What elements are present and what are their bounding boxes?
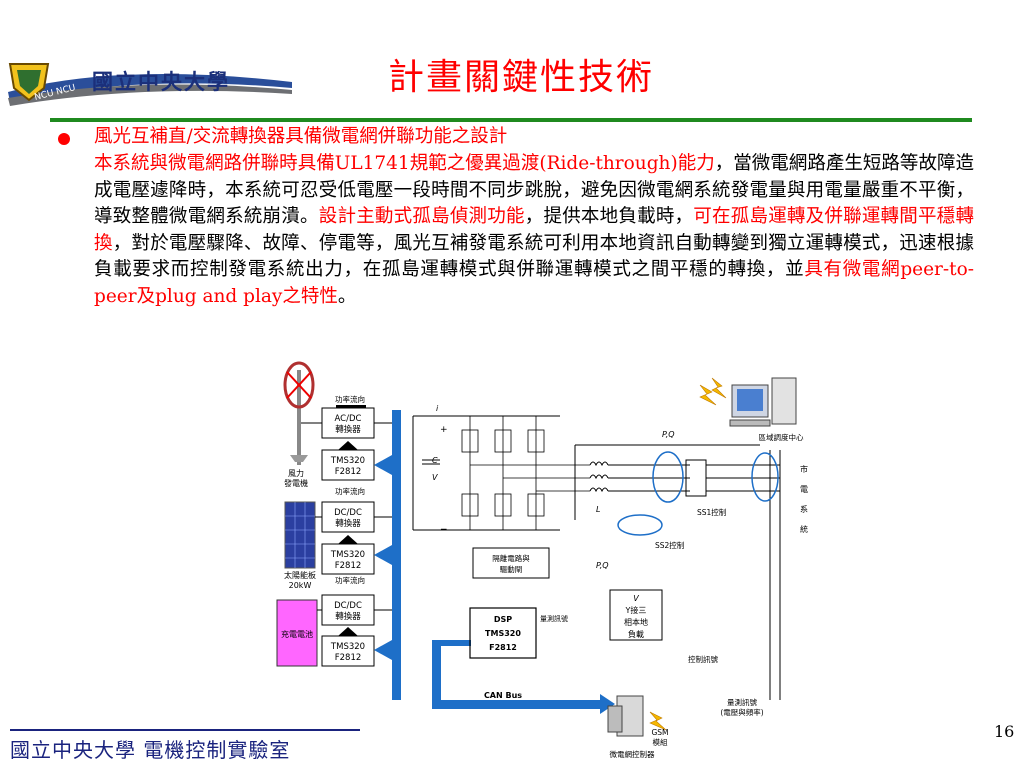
svg-text:TMS320: TMS320 — [330, 550, 365, 560]
text-local-load: ，提供本地負載時， — [524, 206, 694, 227]
svg-text:負載: 負載 — [628, 629, 644, 639]
svg-text:DSP: DSP — [494, 615, 512, 624]
logo-text: 國立中央大學 — [92, 69, 230, 94]
svg-text:F2812: F2812 — [335, 467, 362, 477]
footer-divider — [10, 729, 360, 731]
svg-text:V: V — [633, 594, 639, 603]
svg-text:F2812: F2812 — [489, 643, 517, 652]
svg-text:驅動閘: 驅動閘 — [500, 565, 523, 574]
svg-text:量測訊號: 量測訊號 — [727, 697, 757, 707]
label-wind-gen: 發電機 — [284, 478, 308, 488]
gsm-lightning-icon — [649, 711, 667, 731]
text-fault-tolerance: ，當微電網路產生短路等故障造成電壓遽降時，本系統可忍受低電壓一段時間不同步跳脫，… — [94, 153, 974, 227]
body-paragraph: 本系統與微電網路併聯時具備UL1741規範之優異過渡(Ride-through)… — [94, 151, 974, 310]
label-wind: 風力 — [288, 468, 304, 478]
text-independent-mode: ，對於電壓驟降、故障、停電等，風光互補發電系統可利用本地資訊自動轉變到獨立運轉模… — [94, 232, 974, 281]
svg-text:功率流向: 功率流向 — [335, 486, 365, 496]
microgrid-controller-icon — [607, 695, 644, 737]
svg-text:TMS320: TMS320 — [485, 629, 521, 638]
title-divider — [50, 118, 972, 122]
svg-text:統: 統 — [800, 524, 808, 534]
solar-panel-icon — [284, 501, 316, 569]
svg-text:功率流向: 功率流向 — [335, 394, 365, 404]
svg-text:微電網控制器: 微電網控制器 — [610, 749, 655, 759]
battery-box — [276, 599, 318, 667]
svg-text:模組: 模組 — [653, 737, 668, 747]
slide-title: 計畫關鍵性技術 — [388, 57, 655, 98]
svg-text:DC/DC: DC/DC — [334, 508, 362, 518]
svg-text:DC/DC: DC/DC — [334, 601, 362, 611]
svg-text:量測訊號: 量測訊號 — [540, 614, 568, 623]
text-period: 。 — [337, 285, 357, 307]
bullet-icon — [58, 133, 70, 145]
svg-text:轉換器: 轉換器 — [335, 424, 361, 435]
svg-text:P,Q: P,Q — [662, 430, 675, 439]
svg-text:TMS320: TMS320 — [330, 456, 365, 466]
svg-text:i: i — [436, 404, 439, 413]
university-logo: 國立中央大學 NCU NCU — [0, 52, 300, 114]
label-solar-kw: 20kW — [289, 581, 312, 590]
svg-text:(電壓與頻率): (電壓與頻率) — [720, 707, 763, 717]
wind-turbine-icon — [283, 361, 315, 465]
svg-text:−: − — [440, 525, 448, 535]
svg-text:+: + — [440, 425, 448, 435]
svg-text:F2812: F2812 — [335, 561, 362, 571]
svg-text:TMS320: TMS320 — [330, 642, 365, 652]
svg-text:系: 系 — [800, 504, 808, 514]
page-number: 16 — [994, 722, 1015, 741]
svg-text:電: 電 — [800, 485, 808, 494]
label-solar: 太陽能板 — [284, 570, 316, 580]
svg-text:市: 市 — [800, 464, 808, 474]
label-regional-center: 區域調度中心 — [759, 432, 804, 442]
svg-text:SS1控制: SS1控制 — [697, 507, 726, 517]
svg-text:GSM: GSM — [651, 728, 668, 737]
text-ride-through: 本系統與微電網路併聯時具備UL1741規範之優異過渡(Ride-through)… — [94, 153, 715, 174]
blue-bus — [374, 410, 615, 714]
label-can-bus: CAN Bus — [484, 691, 522, 700]
svg-text:SS2控制: SS2控制 — [655, 540, 684, 550]
svg-text:相本地: 相本地 — [624, 617, 648, 627]
svg-text:轉換器: 轉換器 — [335, 611, 361, 622]
svg-text:C: C — [432, 456, 438, 465]
svg-text:AC/DC: AC/DC — [335, 414, 362, 424]
text-peer-to-peer: 具有微電網peer-to-peer及plug and play之特性 — [94, 259, 974, 307]
svg-text:V: V — [432, 473, 438, 482]
svg-text:功率流向: 功率流向 — [335, 575, 365, 585]
svg-text:L: L — [596, 505, 600, 514]
svg-text:Y接三: Y接三 — [625, 605, 647, 615]
footer-lab-name: 國立中央大學 電機控制實驗室 — [10, 738, 291, 762]
svg-text:轉換器: 轉換器 — [335, 518, 361, 529]
text-smooth-transfer: 可在孤島運轉及併聯運轉間平穩轉換 — [94, 206, 974, 254]
lightning-icon — [699, 377, 727, 406]
svg-text:P,Q: P,Q — [596, 561, 609, 570]
bullet-heading: 風光互補直/交流轉換器具備微電網併聯功能之設計 — [94, 126, 508, 147]
label-battery: 充電電池 — [281, 629, 313, 639]
svg-text:控制訊號: 控制訊號 — [688, 654, 718, 664]
text-islanding-detection: 設計主動式孤島偵測功能 — [318, 206, 525, 227]
svg-text:F2812: F2812 — [335, 653, 362, 663]
svg-text:隔離電路與: 隔離電路與 — [492, 553, 530, 563]
computer-icon — [729, 377, 797, 427]
